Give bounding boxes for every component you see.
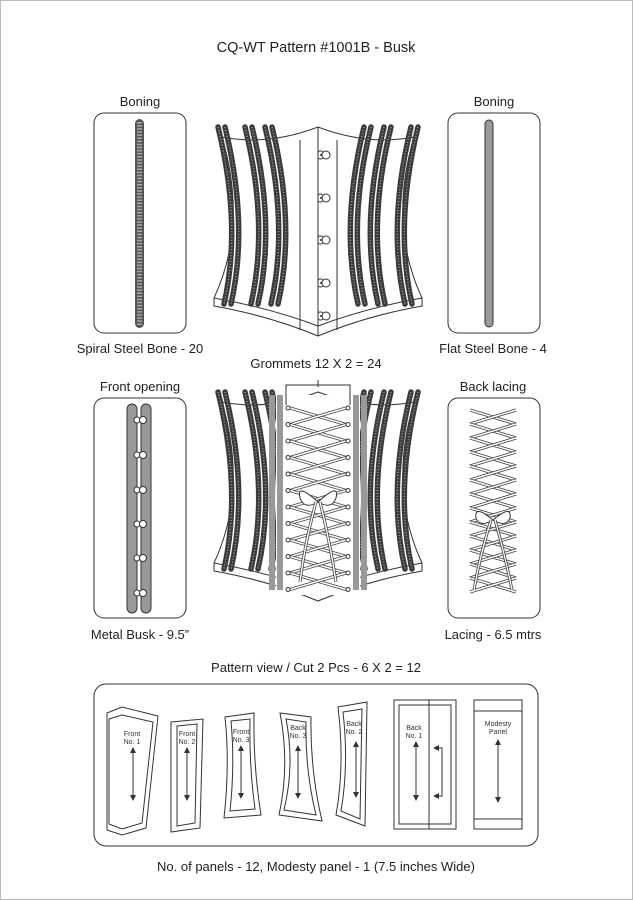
pattern-pieces-panel [93, 683, 539, 847]
grommet [345, 537, 351, 543]
corset-back-view [213, 380, 423, 602]
busk-loop [139, 589, 147, 597]
lace-bow [475, 511, 511, 524]
spiral-bone-caption: Spiral Steel Bone - 20 [77, 341, 203, 356]
svg-text:Front: Front [124, 731, 140, 738]
grommet [285, 405, 291, 411]
grommet [285, 521, 291, 526]
busk-loop [139, 451, 147, 459]
spiral-bone-panel [93, 112, 187, 334]
svg-text:No. 3: No. 3 [290, 733, 307, 740]
svg-text:Panel: Panel [489, 729, 507, 736]
grommet [345, 554, 351, 559]
grommet [345, 587, 351, 592]
grommet [345, 471, 351, 477]
grommet [285, 570, 291, 576]
busk-hooks [133, 416, 147, 597]
spiral-bone-heading: Boning [120, 94, 160, 109]
page-title: CQ-WT Pattern #1001B - Busk [217, 40, 417, 56]
grommet [285, 504, 291, 510]
corset-front-view [213, 124, 423, 337]
lacing-gap [276, 395, 360, 595]
pattern-piece-back-3: Back No. 3 [278, 712, 323, 822]
grommet [345, 405, 351, 411]
svg-text:No. 2: No. 2 [179, 739, 196, 746]
busk-loop [139, 520, 147, 528]
grommet [345, 438, 351, 444]
svg-text:No. 1: No. 1 [124, 739, 141, 746]
panels-caption: No. of panels - 12, Modesty panel - 1 (7… [157, 859, 475, 874]
flat-bone-panel [447, 112, 541, 334]
flat-bone-caption: Flat Steel Bone - 4 [439, 341, 547, 356]
svg-text:Back: Back [346, 721, 362, 728]
lacing [469, 408, 517, 594]
svg-text:Back: Back [406, 725, 422, 732]
pattern-piece-modesty-panel: Modesty Panel [473, 699, 523, 830]
busk-loop [139, 554, 147, 562]
svg-text:Back: Back [290, 725, 306, 732]
grommet [285, 471, 291, 477]
grommet [345, 504, 351, 510]
busk-caption: Metal Busk - 9.5” [91, 627, 189, 642]
grommet [345, 422, 351, 427]
pattern-piece-back-2: Back No. 2 [335, 701, 368, 827]
flat-bone-heading: Boning [474, 94, 514, 109]
svg-text:No. 3: No. 3 [233, 737, 250, 744]
grommet [345, 570, 351, 576]
spiral-bone [135, 119, 144, 328]
grommet [285, 537, 291, 543]
busk-panel [93, 397, 187, 619]
svg-text:Front: Front [233, 729, 249, 736]
pattern-piece-back-1: Back No. 1 [393, 699, 457, 830]
front-opening-heading: Front opening [100, 379, 180, 394]
grommet [345, 488, 351, 493]
grommet [285, 422, 291, 427]
grommet [345, 455, 351, 460]
lacing-caption: Lacing - 6.5 mtrs [445, 627, 542, 642]
svg-text:No. 2: No. 2 [346, 729, 363, 736]
grommet [345, 521, 351, 526]
grommet [285, 554, 291, 559]
busk-loop [139, 486, 147, 494]
svg-text:Modesty: Modesty [485, 721, 512, 728]
svg-text:Front: Front [179, 731, 195, 738]
pattern-piece-front-2: Front No. 2 [170, 718, 204, 833]
grommet [285, 488, 291, 493]
pattern-view-caption: Pattern view / Cut 2 Pcs - 6 X 2 = 12 [211, 660, 421, 675]
pattern-piece-front-3: Front No. 3 [223, 712, 262, 819]
svg-text:No. 1: No. 1 [406, 733, 423, 740]
lacing-panel [447, 397, 541, 619]
grommets-caption: Grommets 12 X 2 = 24 [250, 356, 381, 371]
back-lacing-heading: Back lacing [460, 379, 526, 394]
busk-loop [139, 416, 147, 424]
grommet [285, 587, 291, 592]
grommet [285, 438, 291, 444]
flat-bone [484, 119, 494, 328]
grommet [285, 455, 291, 460]
lace-bow [298, 490, 338, 506]
pattern-piece-front-1: Front No. 1 [106, 706, 159, 836]
